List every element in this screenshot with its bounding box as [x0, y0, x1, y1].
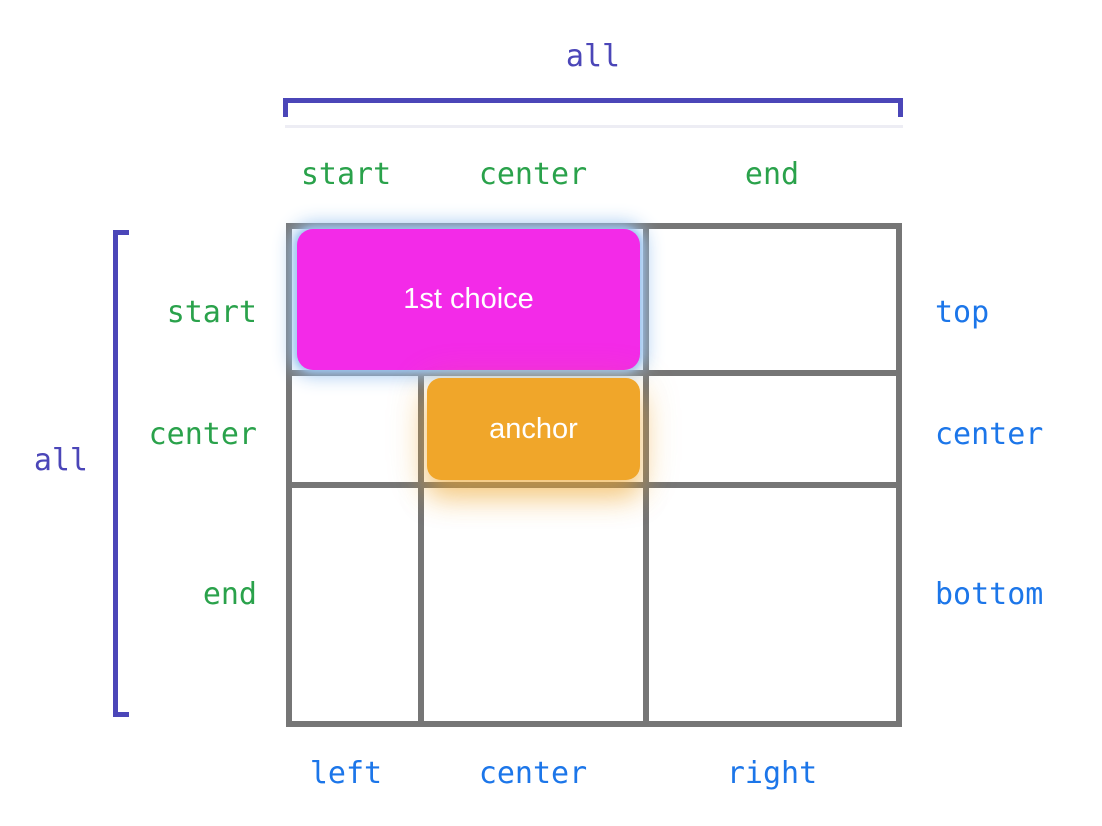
right-label-top: top	[935, 295, 990, 330]
top-bracket	[283, 98, 903, 117]
bottom-label-center: center	[478, 756, 588, 791]
top-faint-line	[285, 125, 903, 128]
bottom-label-right: right	[726, 756, 818, 791]
grid-cell-center-right	[649, 376, 896, 482]
grid-cell-end-left	[292, 488, 418, 721]
bottom-label-left: left	[309, 756, 383, 791]
column-header-start: start	[300, 157, 392, 192]
left-bracket	[113, 230, 129, 717]
anchor-box: anchor	[427, 378, 640, 480]
column-header-end: end	[744, 157, 800, 192]
grid-cell-end-center	[424, 488, 643, 721]
right-label-bottom: bottom	[935, 577, 1044, 612]
right-label-center: center	[935, 417, 1044, 452]
row-label-end: end	[202, 577, 257, 612]
first-choice-label: 1st choice	[403, 283, 534, 315]
grid-cell-center-left	[292, 376, 418, 482]
left-axis-all-label: all	[33, 443, 88, 478]
row-label-center: center	[148, 417, 257, 452]
grid-cell-start-right	[649, 229, 896, 370]
first-choice-box: 1st choice	[297, 229, 640, 370]
row-label-start: start	[166, 295, 257, 330]
top-axis-all-label: all	[565, 39, 621, 74]
column-header-center: center	[478, 157, 588, 192]
anchor-label: anchor	[489, 412, 578, 445]
grid-cell-end-right	[649, 488, 896, 721]
